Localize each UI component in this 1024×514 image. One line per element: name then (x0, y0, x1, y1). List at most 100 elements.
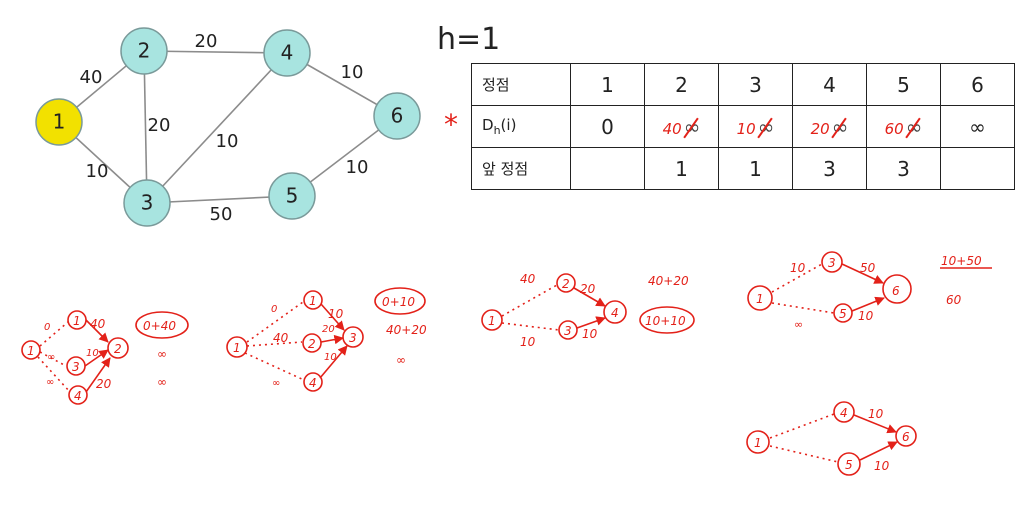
graph-node-6: 6 (373, 92, 421, 140)
sketch-text: 40 (273, 331, 289, 345)
sketch-text: 0 (271, 304, 277, 315)
sketch-text: ∞ (157, 347, 167, 361)
sketch-text: 20 (322, 324, 335, 335)
sketch-text: 10 (582, 327, 598, 341)
weighted-graph: 40 10 20 20 10 50 10 10 1 2 3 4 5 6 (35, 27, 421, 227)
sketch-text: 20 (580, 282, 596, 296)
edge-weight-label: 10 (346, 157, 369, 178)
graph-edge-3-5 (146, 195, 293, 204)
distance-row: Dh(i) 0 40∞ 10∞ 20∞ 60∞ ∞ (471, 105, 1015, 148)
distance-cell: 20∞ (792, 105, 867, 148)
node-circle (373, 92, 421, 140)
sketch-text: 10 (790, 261, 806, 275)
graph-edge-2-4 (143, 50, 288, 54)
distance-table: 정점 1 2 3 4 5 6 Dh(i) 0 40∞ 10∞ 20∞ 60∞ ∞… (471, 63, 1015, 190)
sketch-text: 0+10 (382, 295, 415, 309)
edge-weight-label: 40 (80, 67, 103, 88)
sketch-text: 4 (611, 306, 619, 320)
graph-node-4: 4 (263, 29, 311, 77)
sketch-1 (21, 310, 189, 405)
sketch-text: 1 (309, 294, 317, 308)
previous-vertex-row: 앞 정점 1 1 3 3 (471, 147, 1015, 190)
previous-vertex-cell (570, 147, 645, 190)
distance-cell: 10∞ (718, 105, 793, 148)
column-2: 2 (644, 63, 719, 106)
previous-vertex-cell: 1 (718, 147, 793, 190)
node-label: 1 (53, 110, 66, 134)
sketch-text: 0+40 (143, 319, 176, 333)
vertex-header-cell: 정점 (471, 63, 571, 106)
node-label: 6 (391, 104, 404, 128)
sketch-text: 10+50 (941, 254, 982, 268)
node-circle (123, 179, 171, 227)
sketch-text: 3 (828, 256, 836, 270)
graph-edge-3-4 (146, 52, 288, 204)
sketch-text: 5 (839, 307, 847, 321)
iteration-label: h=1 (437, 22, 501, 57)
previous-vertex-cell: 1 (644, 147, 719, 190)
sketch-5 (746, 401, 917, 476)
edge-weight-label: 10 (216, 131, 239, 152)
sketch-text: 6 (902, 430, 910, 444)
node-circle (263, 29, 311, 77)
node-circle (268, 172, 316, 220)
sketch-text: ∞ (46, 377, 54, 388)
column-5: 5 (866, 63, 941, 106)
sketch-text: ∞ (794, 318, 803, 331)
sketch-text: 4 (309, 376, 317, 390)
column-4: 4 (792, 63, 867, 106)
sketch-text: 40+20 (648, 274, 689, 288)
edge-weight-label: 50 (210, 204, 233, 225)
sketch-text: 40 (520, 272, 536, 286)
column-1: 1 (570, 63, 645, 106)
sketch-text: 50 (860, 261, 876, 275)
sketch-text: 3 (564, 324, 572, 338)
sketch-text: 3 (349, 331, 357, 345)
edge-weight-label: 10 (86, 161, 109, 182)
node-label: 2 (138, 39, 151, 63)
graph-edge-2-3 (143, 50, 148, 204)
sketch-text: 10 (868, 407, 884, 421)
edge-weight-label: 20 (148, 115, 171, 136)
graph-node-3: 3 (123, 179, 171, 227)
previous-vertex-label: 앞 정점 (471, 147, 571, 190)
graph-node-1: 1 (35, 98, 83, 146)
sketch-text: 10 (520, 335, 536, 349)
sketch-text: 1 (27, 344, 35, 358)
sketch-3 (481, 273, 695, 340)
edge-weight-label: 20 (195, 31, 218, 52)
sketch-text: 2 (308, 337, 316, 351)
table-header-row: 정점 1 2 3 4 5 6 (471, 63, 1015, 106)
sketch-text: 60 (946, 293, 962, 307)
sketch-text: 1 (73, 314, 81, 328)
sketch-text: 40 (90, 317, 106, 331)
sketch-text: 5 (845, 458, 853, 472)
sketch-text: 20 (96, 377, 112, 391)
sketch-text: 10 (874, 459, 890, 473)
edge-weight-label: 10 (341, 62, 364, 83)
sketch-2 (226, 287, 426, 392)
sketch-text: 0 (44, 322, 50, 333)
node-label: 4 (281, 41, 294, 65)
sketch-text: 1 (233, 341, 241, 355)
node-circle (120, 27, 168, 75)
graph-node-5: 5 (268, 172, 316, 220)
sketch-text: ∞ (396, 353, 406, 367)
sketch-text: 10 (858, 309, 874, 323)
previous-vertex-cell (940, 147, 1015, 190)
sketch-4 (747, 251, 992, 323)
distance-cell: ∞ (940, 105, 1015, 148)
sketch-text: 1 (754, 436, 762, 450)
sketch-text: 10 (324, 352, 337, 363)
sketch-text: ∞ (157, 375, 167, 389)
sketch-text: 10 (86, 348, 99, 359)
sketch-text: 6 (892, 284, 900, 298)
sketch-text: ∞ (47, 352, 55, 363)
sketch-text: 10+10 (645, 314, 686, 328)
star-mark: * (444, 108, 458, 141)
sketch-text: 3 (72, 360, 80, 374)
node-circle (35, 98, 83, 146)
node-label: 3 (141, 191, 154, 215)
sketch-text: 40+20 (386, 323, 427, 337)
